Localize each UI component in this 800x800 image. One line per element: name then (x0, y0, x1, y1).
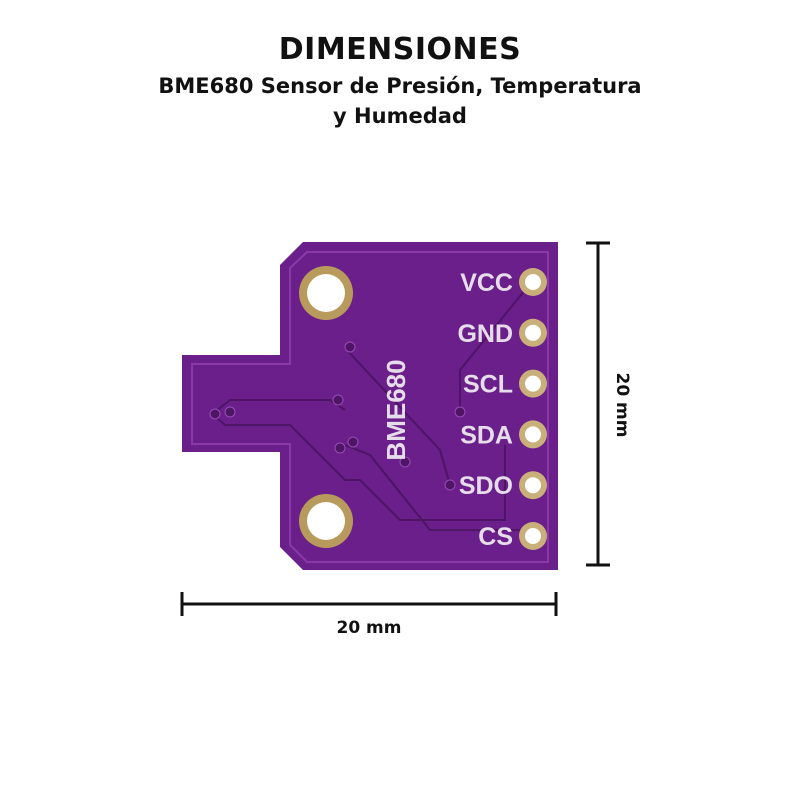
pin-hole (525, 324, 541, 341)
pin-cs: CS (478, 522, 547, 551)
subtitle-line-1: BME680 Sensor de Presión, Temperatura (158, 74, 642, 98)
pin-label: VCC (460, 269, 513, 297)
width-dimension (180, 592, 558, 616)
chip-label: BME680 (381, 359, 411, 460)
page-title: DIMENSIONES (278, 32, 522, 67)
pin-hole (525, 528, 541, 544)
pin-hole (525, 274, 541, 290)
pin-sda: SDA (460, 420, 547, 449)
mounting-hole-top (299, 266, 353, 320)
height-dimension (586, 241, 610, 567)
pin-sdo: SDO (459, 471, 547, 500)
pin-hole (525, 477, 541, 494)
pin-label: SCL (463, 371, 513, 399)
pin-label: GND (457, 320, 513, 348)
pin-vcc: VCC (460, 268, 547, 297)
height-label: 20 mm (612, 372, 632, 437)
mounting-hole-bottom (299, 494, 353, 548)
width-label: 20 mm (336, 618, 401, 638)
pin-label: CS (478, 523, 513, 551)
pcb-board (182, 242, 558, 570)
pin-hole (525, 426, 541, 443)
pin-scl: SCL (463, 369, 547, 399)
pin-header: VCC GND SCL SDA SDO CS (457, 268, 547, 551)
pin-gnd: GND (457, 318, 547, 348)
pin-label: SDA (460, 421, 513, 449)
pin-hole (525, 375, 541, 392)
pin-label: SDO (459, 472, 513, 500)
subtitle-line-2: y Humedad (333, 104, 467, 128)
